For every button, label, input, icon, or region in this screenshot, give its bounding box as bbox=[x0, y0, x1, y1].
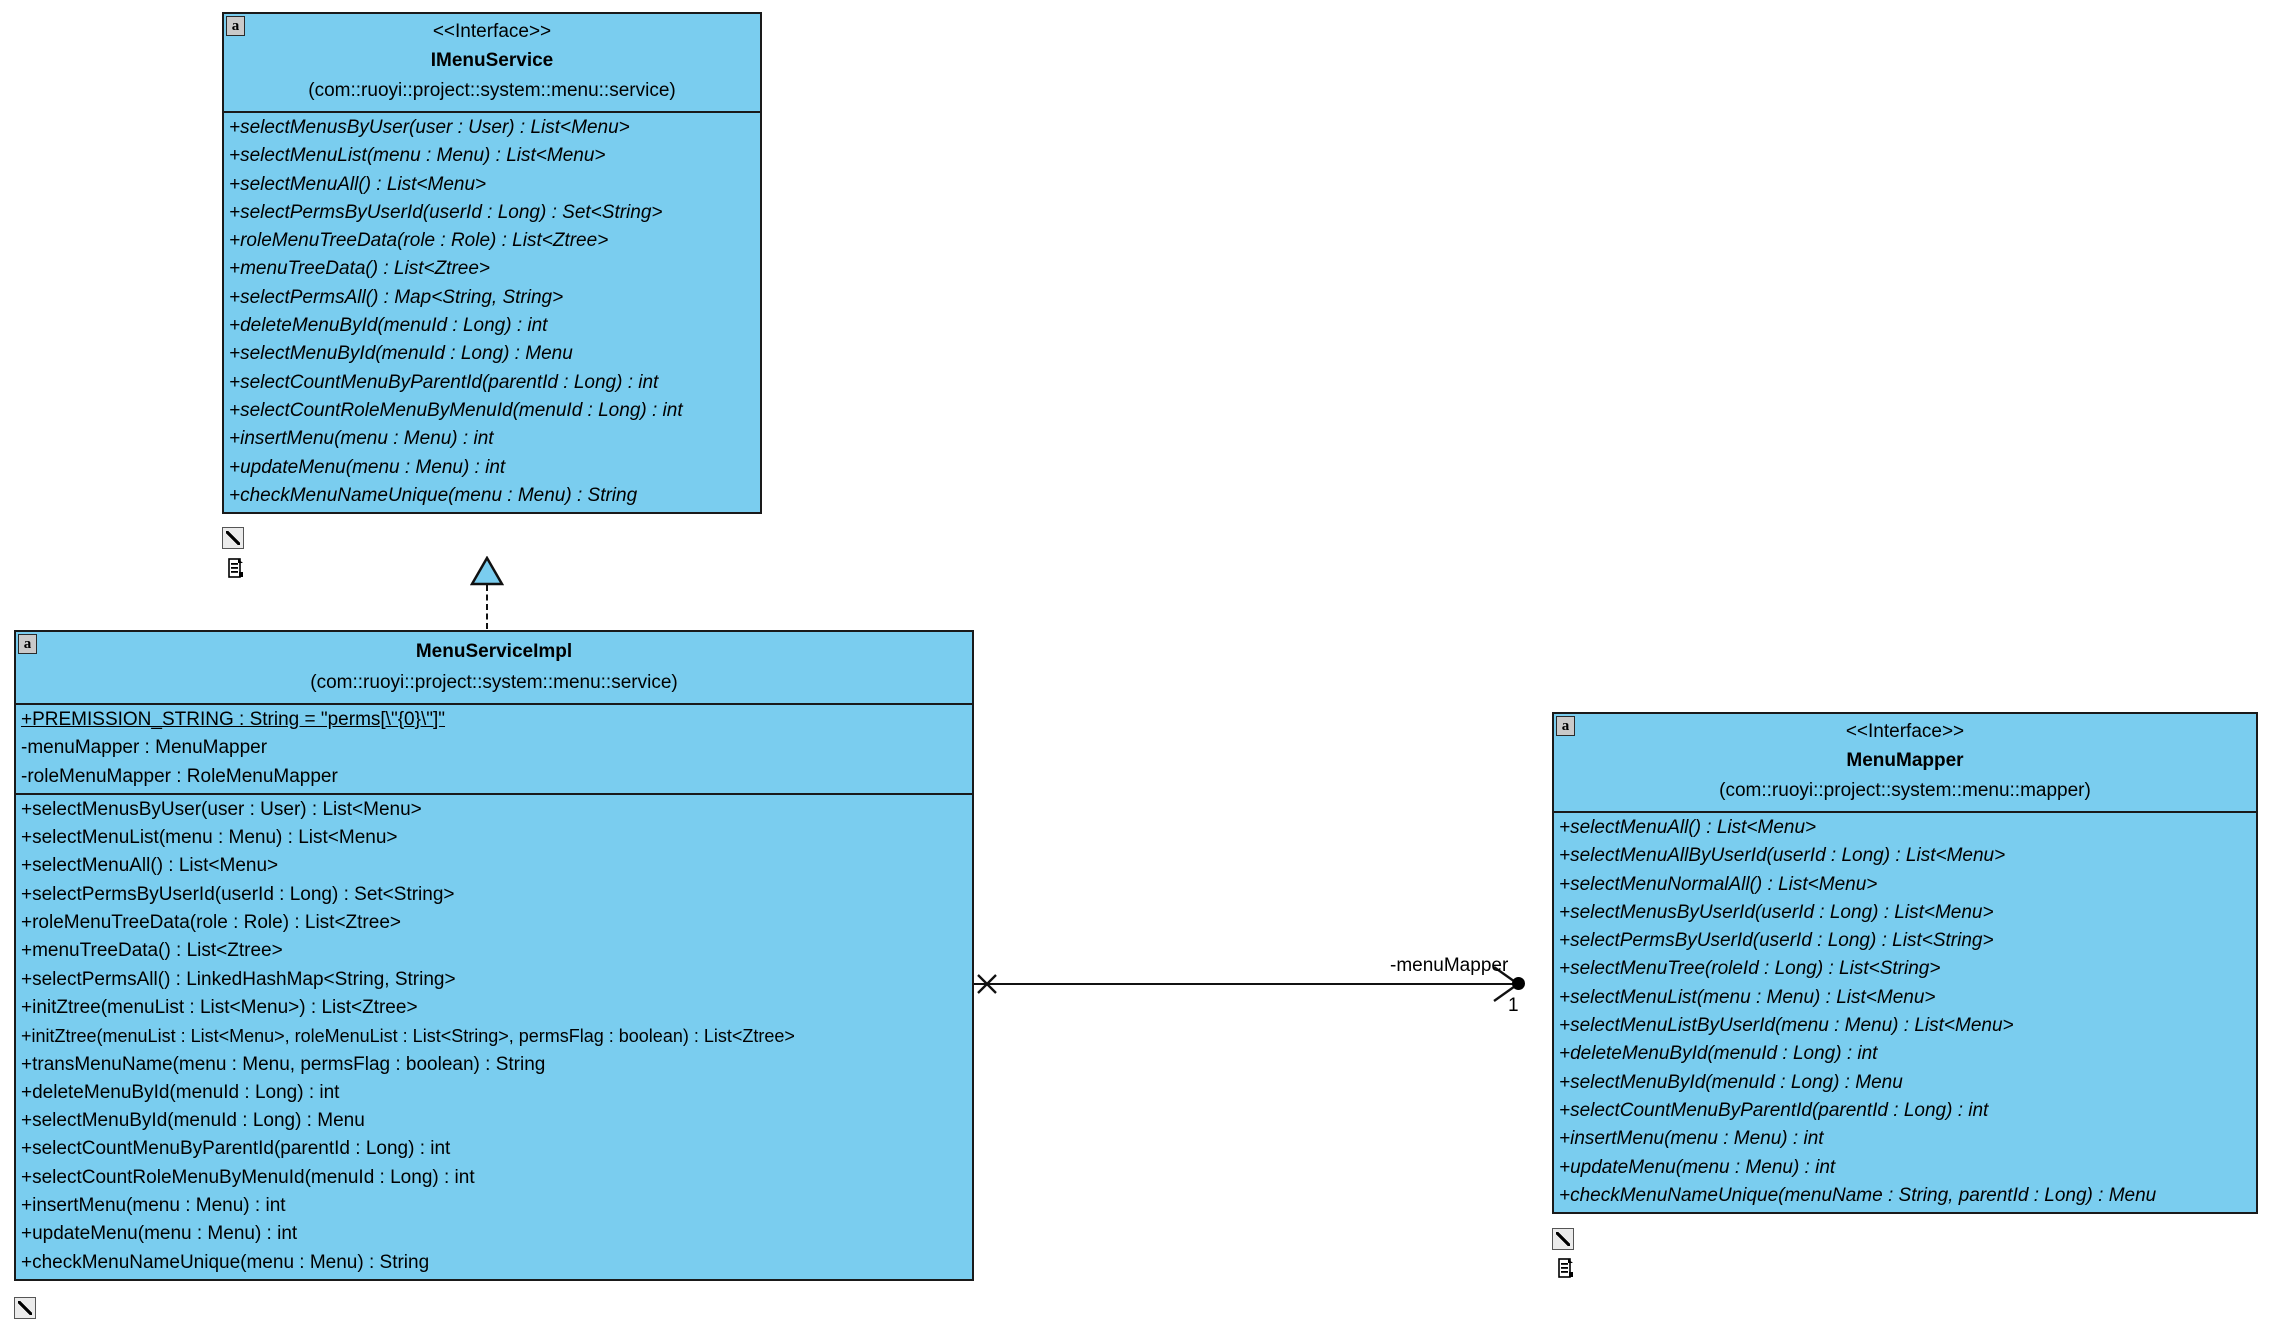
operations-compartment: +selectMenusByUser(user : User) : List<M… bbox=[16, 795, 972, 1279]
operation: +checkMenuNameUnique(menuName : String, … bbox=[1559, 1184, 2157, 1206]
class-name: MenuMapper bbox=[1846, 750, 1964, 771]
realization-line bbox=[486, 585, 488, 629]
operation: +checkMenuNameUnique(menu : Menu) : Stri… bbox=[229, 484, 638, 506]
operation: +selectMenuById(menuId : Long) : Menu bbox=[229, 343, 573, 365]
association-role-label: -menuMapper bbox=[1390, 955, 1509, 976]
operation: +insertMenu(menu : Menu) : int bbox=[21, 1195, 286, 1217]
operation: +transMenuName(menu : Menu, permsFlag : … bbox=[21, 1053, 546, 1075]
class-header-menuserviceimpl: a MenuServiceImpl (com::ruoyi::project::… bbox=[16, 632, 972, 705]
operation: +selectPermsByUserId(userId : Long) : Se… bbox=[229, 201, 663, 223]
attributes-compartment: +PREMISSION_STRING : String = "perms[\"{… bbox=[16, 705, 972, 795]
operation: +menuTreeData() : List<Ztree> bbox=[21, 940, 283, 962]
operation: +menuTreeData() : List<Ztree> bbox=[229, 258, 491, 280]
operation: +selectMenuList(menu : Menu) : List<Menu… bbox=[229, 145, 606, 167]
operation: +selectCountRoleMenuByMenuId(menuId : Lo… bbox=[21, 1166, 475, 1188]
attribute: -menuMapper : MenuMapper bbox=[21, 737, 268, 759]
operation: +selectMenuNormalAll() : List<Menu> bbox=[1559, 873, 1878, 895]
operation: +selectMenusByUserId(userId : Long) : Li… bbox=[1559, 901, 1994, 923]
operation: +selectPermsByUserId(userId : Long) : Se… bbox=[21, 883, 455, 905]
class-stereotype: <<Interface>> bbox=[432, 21, 552, 42]
class-header-imenuservice: a <<Interface>> IMenuService (com::ruoyi… bbox=[224, 14, 760, 113]
operation: +selectMenuAll() : List<Menu> bbox=[21, 855, 279, 877]
association-line bbox=[974, 983, 1520, 985]
operation: +initZtree(menuList : List<Menu>, roleMe… bbox=[21, 1026, 795, 1047]
operation: +initZtree(menuList : List<Menu>) : List… bbox=[21, 996, 418, 1018]
class-package: (com::ruoyi::project::system::menu::mapp… bbox=[1719, 780, 2091, 801]
operation: +selectMenuTree(roleId : Long) : List<St… bbox=[1559, 958, 1941, 980]
operation: +deleteMenuById(menuId : Long) : int bbox=[21, 1081, 340, 1103]
class-stereotype: <<Interface>> bbox=[1845, 721, 1965, 742]
operation: +selectMenuList(menu : Menu) : List<Menu… bbox=[21, 827, 398, 849]
class-name: MenuServiceImpl bbox=[415, 641, 573, 662]
operation: +selectCountMenuByParentId(parentId : Lo… bbox=[21, 1138, 451, 1160]
classifier-badge-icon: a bbox=[1556, 716, 1575, 736]
attribute: +PREMISSION_STRING : String = "perms[\"{… bbox=[21, 709, 446, 730]
operations-compartment: +selectMenusByUser(user : User) : List<M… bbox=[224, 113, 760, 512]
operations-compartment: +selectMenuAll() : List<Menu> +selectMen… bbox=[1554, 813, 2256, 1212]
resize-handle-menumapper[interactable] bbox=[1552, 1228, 1574, 1250]
class-box-menuserviceimpl[interactable]: a MenuServiceImpl (com::ruoyi::project::… bbox=[14, 630, 974, 1281]
operation: +insertMenu(menu : Menu) : int bbox=[1559, 1128, 1824, 1150]
document-icon[interactable] bbox=[228, 558, 244, 579]
class-name: IMenuService bbox=[430, 50, 554, 71]
operation: +selectMenusByUser(user : User) : List<M… bbox=[21, 798, 422, 820]
resize-handle-imenuservice[interactable] bbox=[222, 527, 244, 549]
association-target-dot-icon bbox=[1512, 977, 1525, 990]
realization-triangle-icon bbox=[470, 556, 504, 586]
operation: +checkMenuNameUnique(menu : Menu) : Stri… bbox=[21, 1251, 430, 1273]
class-box-menumapper[interactable]: a <<Interface>> MenuMapper (com::ruoyi::… bbox=[1552, 712, 2258, 1215]
operation: +selectMenuListByUserId(menu : Menu) : L… bbox=[1559, 1015, 2014, 1037]
operation: +selectPermsAll() : LinkedHashMap<String… bbox=[21, 968, 456, 990]
operation: +selectPermsByUserId(userId : Long) : Li… bbox=[1559, 930, 1994, 952]
operation: +deleteMenuById(menuId : Long) : int bbox=[1559, 1043, 1878, 1065]
class-header-menumapper: a <<Interface>> MenuMapper (com::ruoyi::… bbox=[1554, 714, 2256, 813]
operation: +selectMenusByUser(user : User) : List<M… bbox=[229, 117, 630, 138]
operation: +deleteMenuById(menuId : Long) : int bbox=[229, 315, 548, 337]
operation: +selectCountMenuByParentId(parentId : Lo… bbox=[229, 371, 659, 393]
operation: +updateMenu(menu : Menu) : int bbox=[229, 456, 506, 478]
operation: +selectCountMenuByParentId(parentId : Lo… bbox=[1559, 1099, 1989, 1121]
document-icon[interactable] bbox=[1558, 1258, 1574, 1279]
operation: +insertMenu(menu : Menu) : int bbox=[229, 428, 494, 450]
association-source-x-icon bbox=[977, 974, 997, 994]
classifier-badge-icon: a bbox=[18, 634, 37, 654]
operation: +selectMenuAll() : List<Menu> bbox=[229, 173, 487, 195]
class-package: (com::ruoyi::project::system::menu::serv… bbox=[310, 672, 678, 693]
attribute: -roleMenuMapper : RoleMenuMapper bbox=[21, 765, 338, 787]
class-package: (com::ruoyi::project::system::menu::serv… bbox=[308, 80, 676, 101]
operation: +selectCountRoleMenuByMenuId(menuId : Lo… bbox=[229, 399, 683, 421]
operation: +updateMenu(menu : Menu) : int bbox=[1559, 1156, 1836, 1178]
operation: +selectMenuById(menuId : Long) : Menu bbox=[1559, 1071, 1903, 1093]
operation: +selectMenuAll() : List<Menu> bbox=[1559, 817, 1817, 838]
operation: +selectPermsAll() : Map<String, String> bbox=[229, 286, 564, 308]
association-multiplicity-label: 1 bbox=[1508, 995, 1519, 1016]
operation: +selectMenuById(menuId : Long) : Menu bbox=[21, 1110, 365, 1132]
operation: +selectMenuAllByUserId(userId : Long) : … bbox=[1559, 845, 2006, 867]
resize-handle-menuserviceimpl[interactable] bbox=[14, 1297, 36, 1319]
operation: +selectMenuList(menu : Menu) : List<Menu… bbox=[1559, 986, 1936, 1008]
classifier-badge-icon: a bbox=[226, 16, 245, 36]
operation: +roleMenuTreeData(role : Role) : List<Zt… bbox=[21, 912, 401, 934]
operation: +updateMenu(menu : Menu) : int bbox=[21, 1223, 298, 1245]
operation: +roleMenuTreeData(role : Role) : List<Zt… bbox=[229, 230, 609, 252]
class-box-imenuservice[interactable]: a <<Interface>> IMenuService (com::ruoyi… bbox=[222, 12, 762, 515]
